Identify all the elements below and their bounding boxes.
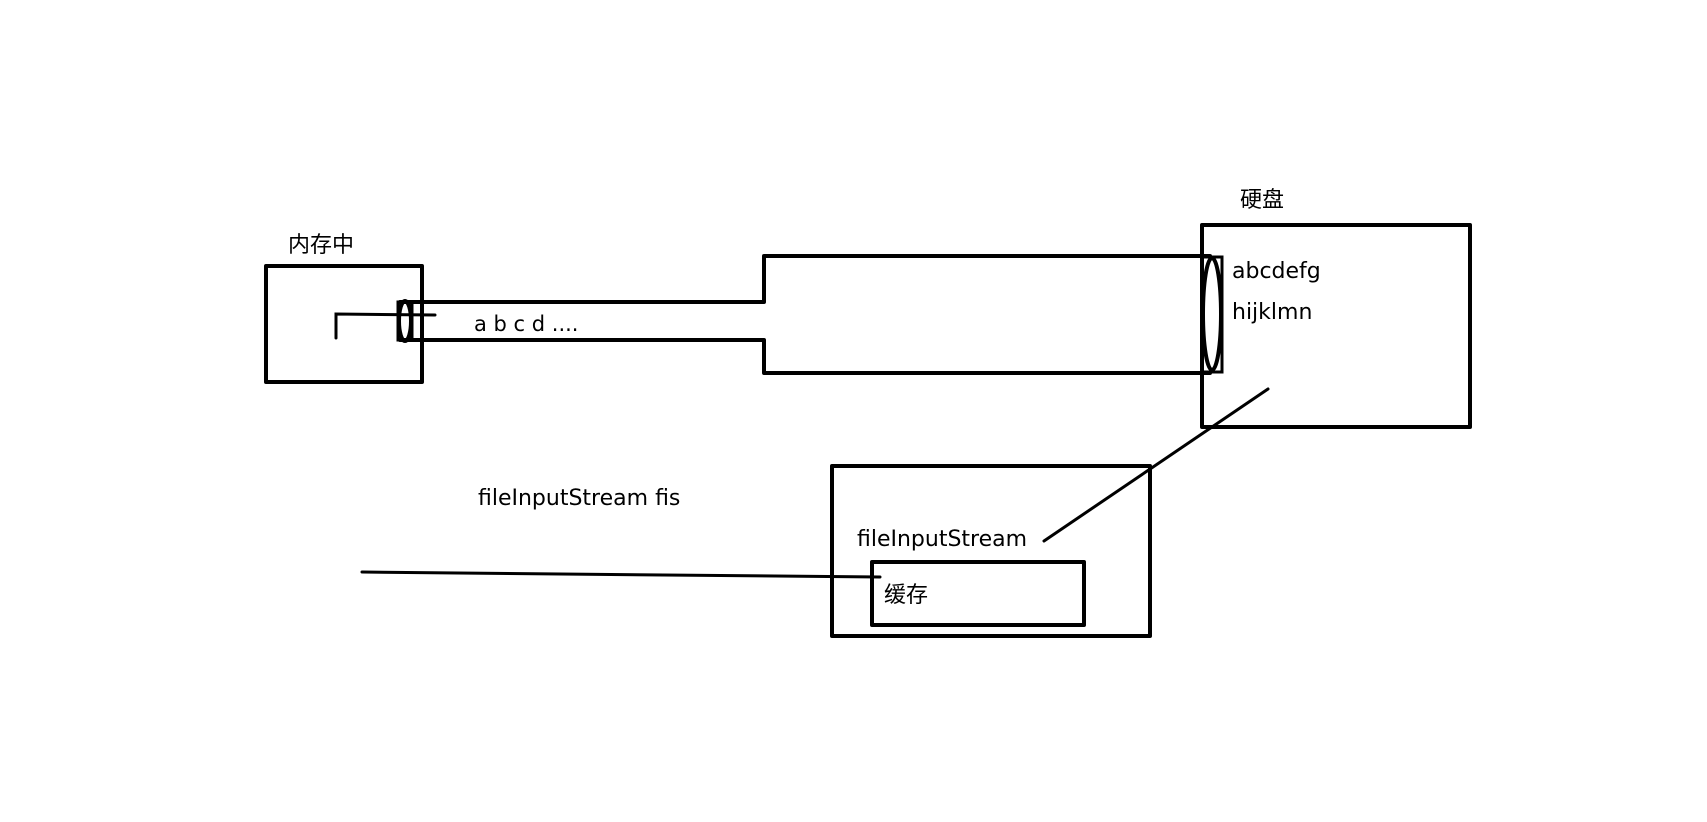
pipe-end-ellipse-memory (397, 299, 413, 343)
memory-label: 内存中 (288, 233, 354, 258)
stream-variable-label: fileInputStream fis (478, 486, 680, 511)
stream-box-label: fileInputStream (857, 527, 1027, 552)
stream-node: fileInputStream 缓存 (830, 464, 1152, 638)
memory-box (264, 264, 424, 384)
disk-label: 硬盘 (1240, 188, 1284, 213)
stream-pipe: a b c d .... (396, 254, 1224, 375)
stream-box (830, 464, 1152, 638)
buffer-box (870, 560, 1086, 627)
memory-node: 内存中 (264, 233, 437, 384)
disk-line-1: abcdefg (1232, 259, 1321, 284)
disk-to-stream-connector (1042, 387, 1270, 543)
pipe-content: a b c d .... (474, 312, 578, 336)
pipe-outline-bottom (398, 338, 1212, 375)
pipe-end-ellipse-disk (1201, 256, 1223, 372)
memory-hook (334, 312, 437, 340)
pipe-outline-top (398, 254, 1212, 304)
pipe-end-cap-memory (396, 300, 414, 342)
buffer-label: 缓存 (884, 583, 928, 608)
disk-node: 硬盘 abcdefg hijklmn (1200, 188, 1472, 429)
disk-box (1200, 223, 1472, 429)
disk-line-2: hijklmn (1232, 300, 1312, 325)
buffer-input-line (360, 570, 882, 579)
